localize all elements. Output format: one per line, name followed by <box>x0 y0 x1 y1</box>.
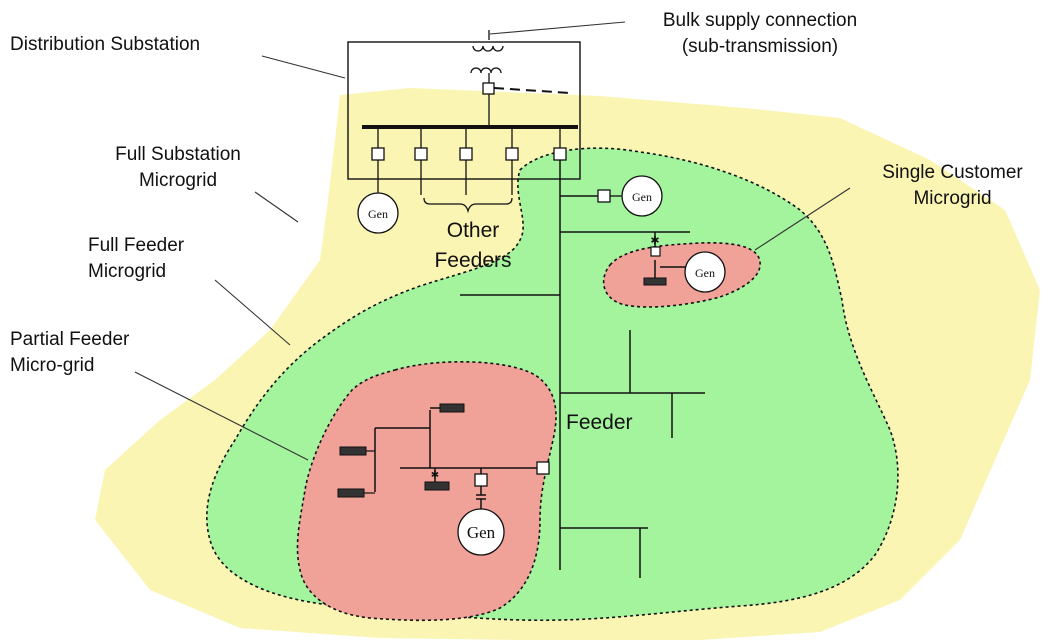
label-full-substation-line2: Microgrid <box>138 170 218 191</box>
feeder-gen-label: Gen <box>632 190 652 204</box>
label-partial-feeder-line2: Micro-grid <box>10 355 95 376</box>
partial-gen-breaker <box>474 473 488 487</box>
label-bulk-supply: Bulk supply connection (sub-transmission… <box>630 8 890 60</box>
label-full-substation-line1: Full Substation <box>115 144 241 165</box>
label-single-customer-line1: Single Customer <box>882 162 1023 183</box>
dashed-link <box>493 87 571 94</box>
label-other-feeders: Other Feeders <box>418 216 528 276</box>
label-bulk-supply-line2: (sub-transmission) <box>681 36 839 57</box>
switch-icon: ✱ <box>650 234 659 247</box>
label-feeder: Feeder <box>566 411 633 434</box>
feeder-lines <box>374 160 705 578</box>
substation-box <box>347 41 581 180</box>
label-bulk-supply-line1: Bulk supply connection <box>662 10 858 31</box>
load-icon-1 <box>439 403 465 413</box>
label-full-feeder-line2: Microgrid <box>88 261 167 282</box>
partial-switch-icon: ✱ <box>431 470 439 481</box>
partial-feeder-microgrid-region <box>296 361 557 622</box>
load-icon-4 <box>424 481 450 491</box>
label-partial-feeder-line1: Partial Feeder <box>10 329 130 350</box>
substation-gen-icon <box>357 192 399 234</box>
substation-gen-label: Gen <box>368 207 388 221</box>
single-customer-load-icon <box>643 277 667 286</box>
transformer-icon <box>470 30 504 83</box>
partial-feeder-breaker <box>536 461 550 475</box>
label-other-feeders-line2: Feeders <box>434 249 512 272</box>
load-icon-2 <box>339 446 367 456</box>
single-customer-gen-label: Gen <box>695 266 715 280</box>
transformer-breaker <box>482 82 495 95</box>
partial-gen-label: Gen <box>467 523 496 542</box>
feeder-gen-breaker <box>597 189 611 203</box>
single-customer-gen-icon <box>684 251 726 293</box>
feeder-gen-icon <box>621 175 663 217</box>
label-single-customer: Single Customer Microgrid <box>850 160 1055 212</box>
label-distribution-substation: Distribution Substation <box>10 34 201 55</box>
label-partial-feeder: Partial Feeder Micro-grid <box>10 327 129 379</box>
load-icon-3 <box>337 488 365 498</box>
label-other-feeders-line1: Other <box>446 219 500 242</box>
label-full-feeder: Full Feeder Microgrid <box>88 233 184 285</box>
single-customer-breaker <box>650 246 661 257</box>
other-feeders-brace <box>423 197 513 214</box>
leader-lines <box>134 21 851 461</box>
label-full-substation: Full Substation Microgrid <box>78 142 278 194</box>
label-single-customer-line2: Microgrid <box>913 188 992 209</box>
label-full-feeder-line1: Full Feeder <box>88 235 185 256</box>
partial-gen-icon <box>457 508 505 556</box>
